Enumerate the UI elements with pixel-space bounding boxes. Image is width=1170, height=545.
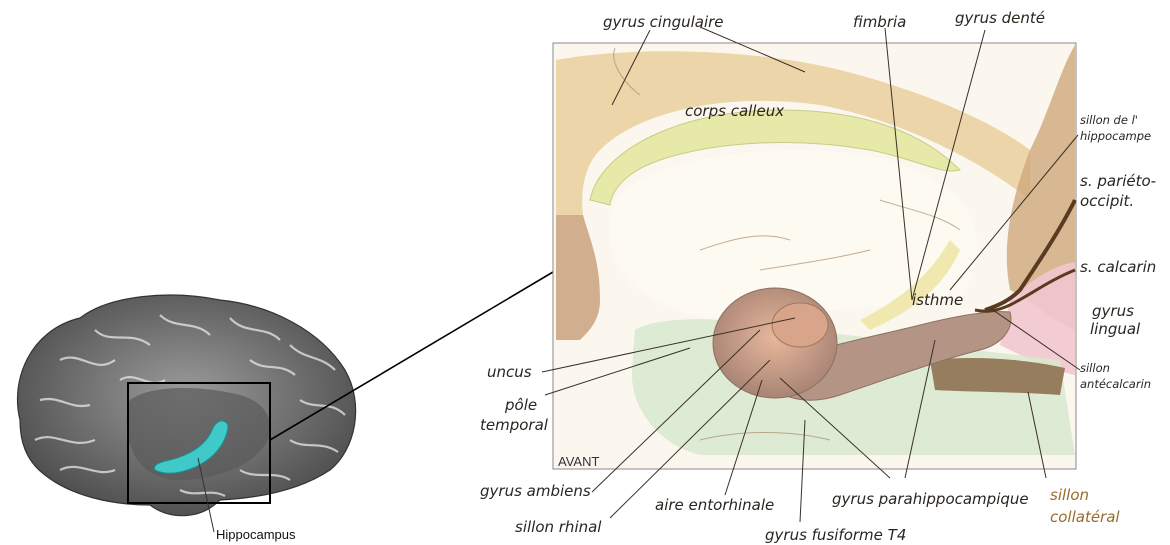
label-pole-temporal-line1: pôle (504, 396, 537, 414)
label-aire-entorhinale: aire entorhinale (655, 496, 774, 514)
label-fimbria: fimbria (853, 13, 906, 31)
label-s-parieto-line1: s. pariéto- (1080, 172, 1156, 190)
label-gyrus-dente: gyrus denté (955, 9, 1045, 27)
label-sillon-collateral-line2: collatéral (1050, 508, 1120, 526)
label-corps-calleux: corps calleux (685, 102, 784, 120)
label-s-calcarin: s. calcarin (1080, 258, 1156, 276)
label-sillon-hippocampe-line1: sillon de l' (1080, 113, 1138, 127)
label-gyrus-lingual-line1: gyrus (1092, 302, 1134, 320)
uncus-region (713, 288, 837, 398)
detail-panel: AVANT (553, 43, 1076, 469)
label-gyrus-lingual-line2: lingual (1090, 320, 1141, 338)
avant-label: AVANT (558, 454, 599, 469)
label-s-parieto-line2: occipit. (1080, 192, 1134, 210)
label-gyrus-fusiforme: gyrus fusiforme T4 (765, 526, 906, 544)
label-gyrus-cingulaire: gyrus cingulaire (603, 13, 724, 31)
label-sillon-antecalcarin-line2: antécalcarin (1080, 377, 1151, 391)
label-pole-temporal-line2: temporal (480, 416, 549, 434)
label-sillon-hippocampe-line2: hippocampe (1080, 129, 1151, 143)
label-gyrus-ambiens: gyrus ambiens (480, 482, 591, 500)
label-sillon-collateral-line1: sillon (1050, 486, 1089, 504)
label-sillon-rhinal: sillon rhinal (515, 518, 602, 536)
label-uncus: uncus (487, 363, 532, 381)
uncus-inner-fold (772, 303, 828, 347)
label-isthme: isthme (912, 291, 963, 309)
label-sillon-antecalcarin-line1: sillon (1080, 361, 1110, 375)
label-gyrus-parahippocampique: gyrus parahippocampique (832, 490, 1029, 508)
hippocampus-label: Hippocampus (216, 527, 296, 542)
